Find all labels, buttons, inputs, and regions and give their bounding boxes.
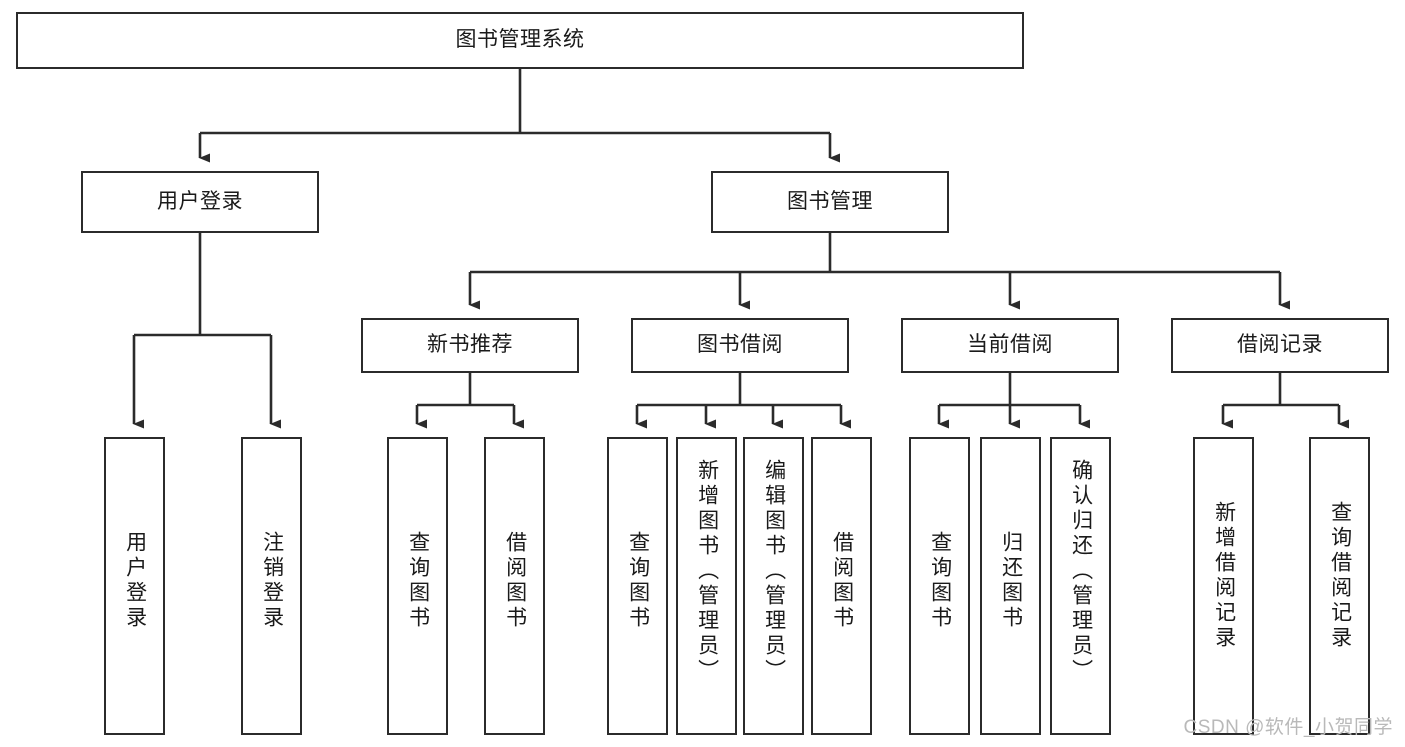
- node-leaf-borrow-book-1-label: 借阅图书: [503, 531, 527, 631]
- node-leaf-query-book-3[interactable]: 查询图书: [909, 437, 970, 735]
- node-leaf-return-book[interactable]: 归还图书: [980, 437, 1041, 735]
- node-current-borrow[interactable]: 当前借阅: [901, 318, 1119, 373]
- node-leaf-confirm-return-label: 确认归还（管理员）: [1069, 459, 1093, 684]
- node-leaf-query-record[interactable]: 查询借阅记录: [1309, 437, 1370, 735]
- node-leaf-query-book-1[interactable]: 查询图书: [387, 437, 448, 735]
- node-book-manage-label: 图书管理: [787, 189, 873, 213]
- node-leaf-query-book-1-label: 查询图书: [406, 531, 430, 631]
- node-leaf-user-login-label: 用户登录: [123, 531, 147, 631]
- node-leaf-user-login[interactable]: 用户登录: [104, 437, 165, 735]
- node-leaf-query-book-2[interactable]: 查询图书: [607, 437, 668, 735]
- node-leaf-add-book-label: 新增图书（管理员）: [695, 459, 719, 684]
- node-leaf-add-record[interactable]: 新增借阅记录: [1193, 437, 1254, 735]
- node-leaf-query-book-2-label: 查询图书: [626, 531, 650, 631]
- node-leaf-confirm-return[interactable]: 确认归还（管理员）: [1050, 437, 1111, 735]
- node-leaf-add-book[interactable]: 新增图书（管理员）: [676, 437, 737, 735]
- node-leaf-borrow-book-1[interactable]: 借阅图书: [484, 437, 545, 735]
- node-user-login-label: 用户登录: [157, 189, 243, 213]
- node-borrow-record[interactable]: 借阅记录: [1171, 318, 1389, 373]
- node-root[interactable]: 图书管理系统: [16, 12, 1024, 69]
- node-leaf-add-record-label: 新增借阅记录: [1212, 501, 1236, 651]
- node-book-manage[interactable]: 图书管理: [711, 171, 949, 233]
- node-leaf-logout[interactable]: 注销登录: [241, 437, 302, 735]
- node-new-book-rec[interactable]: 新书推荐: [361, 318, 579, 373]
- node-user-login[interactable]: 用户登录: [81, 171, 319, 233]
- node-leaf-edit-book[interactable]: 编辑图书（管理员）: [743, 437, 804, 735]
- node-leaf-edit-book-label: 编辑图书（管理员）: [762, 459, 786, 684]
- node-leaf-return-book-label: 归还图书: [999, 531, 1023, 631]
- node-book-borrow[interactable]: 图书借阅: [631, 318, 849, 373]
- node-leaf-borrow-book-2-label: 借阅图书: [830, 531, 854, 631]
- node-book-borrow-label: 图书借阅: [697, 333, 783, 357]
- node-leaf-borrow-book-2[interactable]: 借阅图书: [811, 437, 872, 735]
- node-root-label: 图书管理系统: [455, 28, 585, 52]
- node-borrow-record-label: 借阅记录: [1237, 333, 1323, 357]
- node-leaf-logout-label: 注销登录: [260, 531, 284, 631]
- node-current-borrow-label: 当前借阅: [967, 333, 1053, 357]
- node-leaf-query-record-label: 查询借阅记录: [1328, 501, 1352, 651]
- node-new-book-rec-label: 新书推荐: [427, 333, 513, 357]
- csdn-watermark: CSDN @软件_小贺同学: [1183, 717, 1393, 738]
- node-leaf-query-book-3-label: 查询图书: [928, 531, 952, 631]
